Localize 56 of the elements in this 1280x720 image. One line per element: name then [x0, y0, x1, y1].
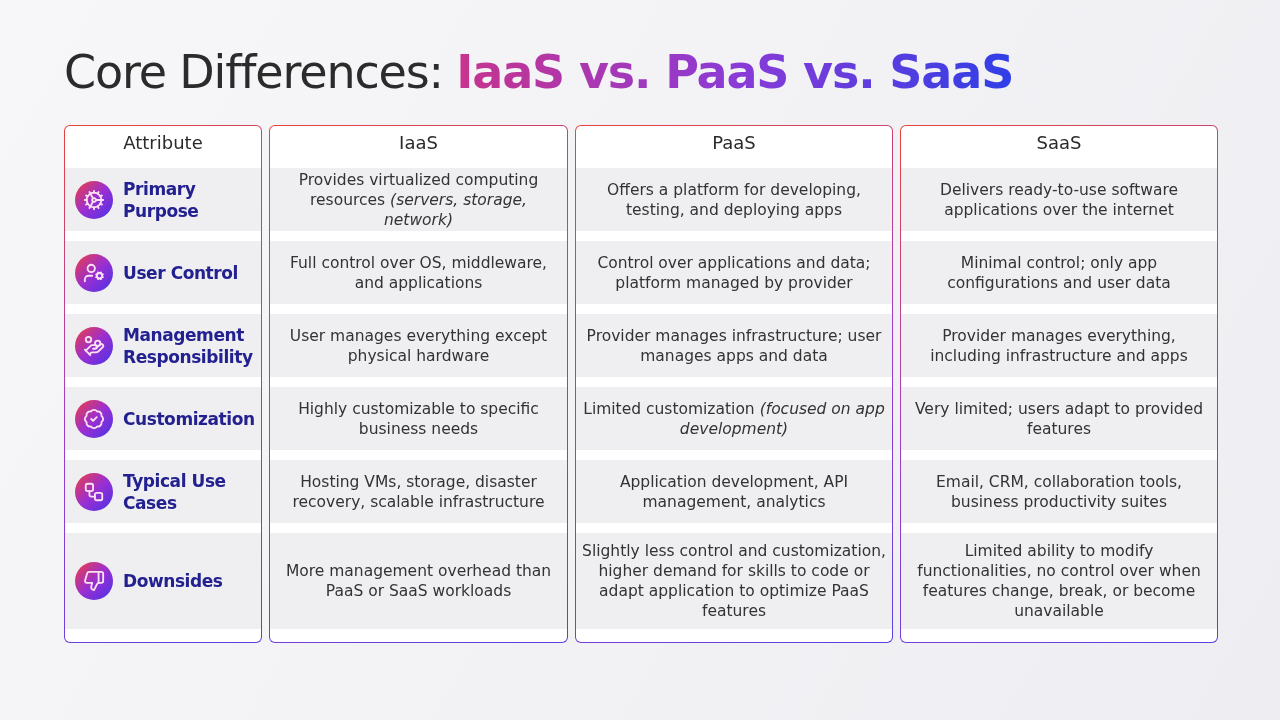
cell-text: Email, CRM, collaboration tools, business productivity suites	[935, 471, 1183, 512]
table-cell	[270, 241, 567, 304]
table-cell	[576, 314, 892, 377]
table-cell	[65, 387, 261, 450]
table-cell	[65, 241, 261, 304]
table-cell	[576, 460, 892, 523]
cell-text: Full control over OS, middleware, and applications	[288, 252, 549, 293]
table-cell	[901, 533, 1217, 629]
table-column-panel	[575, 125, 893, 643]
column-header: Attribute	[123, 130, 203, 155]
cell-text: User manages everything except physical hardware	[288, 325, 549, 366]
cell-text: Limited customization (focused on app development)	[582, 398, 886, 439]
table-cell	[270, 460, 567, 523]
table-cell	[901, 241, 1217, 304]
table-cell	[901, 387, 1217, 450]
table-cell	[576, 241, 892, 304]
attribute-label: Typical Use Cases	[123, 469, 227, 514]
table-cell	[270, 533, 567, 629]
table-cell	[65, 460, 261, 523]
table-cell	[576, 168, 892, 231]
cell-text: Hosting VMs, storage, disaster recovery, scalable infrastructure	[291, 471, 546, 512]
table-cell	[65, 533, 261, 629]
table-cell	[65, 168, 261, 231]
cell-text: Offers a platform for developing, testing, and deploying apps	[606, 179, 862, 220]
cell-text: Very limited; users adapt to provided features	[913, 398, 1205, 439]
cell-text: Highly customizable to specific business needs	[297, 398, 540, 439]
attribute-label: Downsides	[123, 570, 223, 592]
table-cell	[270, 314, 567, 377]
column-header: IaaS	[399, 130, 438, 155]
table-cell	[901, 168, 1217, 231]
cell-text: Provides virtualized computing resources (servers, storage, network)	[297, 169, 540, 230]
cell-text: Provider manages infrastructure; user manages apps and data	[585, 325, 883, 366]
cell-text: Slightly less control and customization, higher demand for skills to code or adapt application to optimize PaaS features	[582, 541, 886, 621]
table-cell	[901, 460, 1217, 523]
cell-text: Minimal control; only app configurations and user data	[946, 252, 1172, 293]
cell-text: Application development, API management, analytics	[618, 471, 850, 512]
column-header: PaaS	[712, 130, 756, 155]
column-header: SaaS	[1036, 130, 1082, 155]
table-cell	[270, 168, 567, 231]
table-cell	[576, 533, 892, 629]
table-column-panel	[269, 125, 568, 643]
table-cell	[901, 314, 1217, 377]
cell-text: More management overhead than PaaS or SaaS workloads	[284, 561, 553, 601]
attribute-label: Customization	[123, 407, 255, 430]
table-cell	[270, 387, 567, 450]
cell-text: Limited ability to modify functionalities, no control over when features change, break, or become unavailable	[916, 541, 1202, 621]
table-cell	[65, 314, 261, 377]
attribute-label: Primary Purpose	[123, 177, 200, 222]
attribute-label: User Control	[123, 261, 238, 284]
cell-text: Delivers ready-to-use software applications over the internet	[939, 179, 1179, 220]
table-column-panel	[900, 125, 1218, 643]
table-column-panel	[64, 125, 262, 643]
attribute-label: Management Responsibility	[123, 323, 253, 368]
table-cell	[576, 387, 892, 450]
cell-text: Provider manages everything, including infrastructure and apps	[929, 325, 1189, 366]
cell-text: Control over applications and data; platform managed by provider	[596, 252, 872, 293]
